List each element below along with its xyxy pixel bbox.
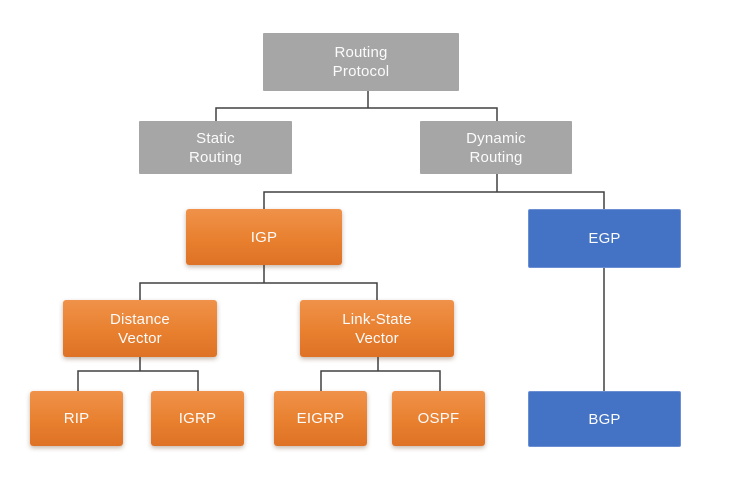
node-rip: RIP [30, 391, 123, 446]
node-static-routing: Static Routing [139, 121, 292, 174]
node-routing-protocol: Routing Protocol [263, 33, 459, 91]
node-egp: EGP [528, 209, 681, 268]
node-igrp: IGRP [151, 391, 244, 446]
node-igp: IGP [186, 209, 342, 265]
node-distance-vector: Distance Vector [63, 300, 217, 357]
connector-distance-vector-children [77, 357, 199, 391]
connector-routing-protocol-children [215, 91, 498, 121]
connector-link-state-children [320, 357, 441, 391]
node-ospf: OSPF [392, 391, 485, 446]
node-eigrp: EIGRP [274, 391, 367, 446]
connector-dynamic-routing-children [263, 174, 605, 209]
connector-igp-children [139, 265, 378, 300]
node-link-state-vector: Link-State Vector [300, 300, 454, 357]
node-bgp: BGP [528, 391, 681, 447]
node-dynamic-routing: Dynamic Routing [420, 121, 572, 174]
